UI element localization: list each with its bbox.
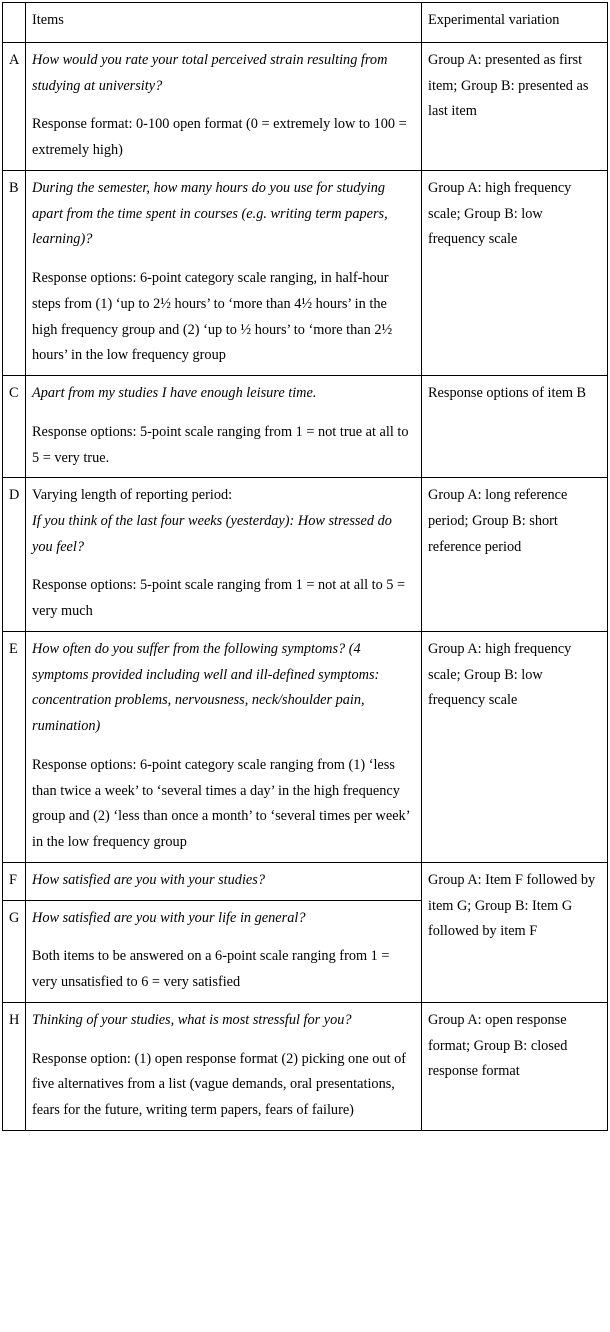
item-response-format: Response option: (1) open response forma…	[32, 1050, 407, 1118]
table-row: C Apart from my studies I have enough le…	[2, 375, 608, 479]
item-question: Apart from my studies I have enough leis…	[32, 385, 317, 402]
item-response-format: Both items to be answered on a 6-point s…	[32, 948, 390, 991]
table-row: A How would you rate your total perceive…	[2, 42, 608, 171]
item-response-format: Response options: 5-point scale ranging …	[32, 423, 409, 466]
row-items-h: Thinking of your studies, what is most s…	[25, 1001, 422, 1131]
items-experimental-variation-table: Items Experimental variation A How would…	[2, 2, 608, 1131]
row-items-a: How would you rate your total perceived …	[25, 42, 422, 171]
item-question: How would you rate your total perceived …	[32, 52, 388, 94]
item-question: How satisfied are you with your life in …	[32, 909, 306, 926]
row-items-c: Apart from my studies I have enough leis…	[25, 375, 422, 479]
item-question: Thinking of your studies, what is most s…	[32, 1011, 352, 1028]
row-variation-b: Group A: high frequency scale; Group B: …	[421, 169, 608, 377]
row-variation-a: Group A: presented as first item; Group …	[421, 42, 608, 171]
item-response-format: Response format: 0-100 open format (0 = …	[32, 116, 407, 159]
row-label-f: F	[2, 861, 26, 901]
item-response-format: Response options: 5-point scale ranging …	[32, 577, 406, 620]
table-header: Items Experimental variation	[2, 2, 608, 43]
table-row: E How often do you suffer from the follo…	[2, 630, 608, 863]
column-header-experimental-variation: Experimental variation	[421, 2, 608, 43]
row-variation-d: Group A: long reference period; Group B:…	[421, 477, 608, 632]
row-label-e: E	[2, 630, 26, 863]
table-header-row: Items Experimental variation	[2, 2, 608, 43]
table-body: A How would you rate your total perceive…	[2, 42, 608, 1131]
row-variation-fg: Group A: Item F followed by item G; Grou…	[421, 861, 608, 1003]
item-question: How often do you suffer from the followi…	[32, 640, 380, 735]
table-row: B During the semester, how many hours do…	[2, 169, 608, 377]
item-question: During the semester, how many hours do y…	[32, 179, 388, 248]
table-row: H Thinking of your studies, what is most…	[2, 1001, 608, 1131]
row-items-g: How satisfied are you with your life in …	[25, 899, 422, 1003]
column-header-items: Items	[25, 2, 422, 43]
table-row: G How satisfied are you with your life i…	[2, 899, 608, 1003]
item-response-format: Response options: 6-point category scale…	[32, 756, 410, 851]
row-label-h: H	[2, 1001, 26, 1131]
row-variation-e: Group A: high frequency scale; Group B: …	[421, 630, 608, 863]
row-items-b: During the semester, how many hours do y…	[25, 169, 422, 377]
row-label-g: G	[2, 899, 26, 1003]
item-response-format: Response options: 6-point category scale…	[32, 270, 393, 364]
row-items-e: How often do you suffer from the followi…	[25, 630, 422, 863]
table-row: D Varying length of reporting period: If…	[2, 477, 608, 632]
column-header-label	[2, 2, 26, 43]
row-label-a: A	[2, 42, 26, 171]
item-question: How satisfied are you with your studies?	[32, 871, 265, 888]
item-intro: Varying length of reporting period:	[32, 487, 233, 504]
row-label-c: C	[2, 375, 26, 479]
row-items-d: Varying length of reporting period: If y…	[25, 477, 422, 632]
row-label-d: D	[2, 477, 26, 632]
row-label-b: B	[2, 169, 26, 377]
table-row: F How satisfied are you with your studie…	[2, 861, 608, 1003]
row-variation-c: Response options of item B	[421, 375, 608, 479]
item-question: If you think of the last four weeks (yes…	[32, 513, 392, 555]
row-variation-h: Group A: open response format; Group B: …	[421, 1001, 608, 1131]
row-items-f: How satisfied are you with your studies?	[25, 861, 422, 901]
